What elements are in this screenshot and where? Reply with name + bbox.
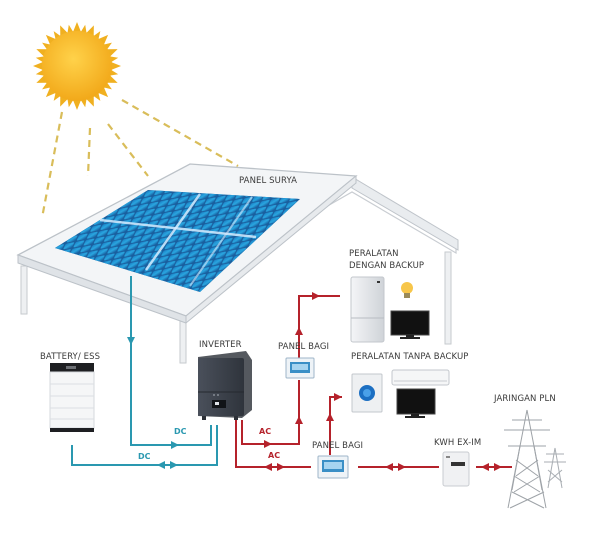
- loads-backup-label-line2: DENGAN BACKUP: [349, 261, 425, 271]
- grid-label: JARINGAN PLN: [494, 394, 556, 404]
- ac-arrow: [264, 440, 272, 448]
- transmission-tower-icon: [504, 409, 550, 509]
- inverter-icon: [198, 351, 252, 420]
- ac-arrow: [312, 292, 320, 300]
- ac-arrow: [295, 327, 303, 335]
- panel-bagi-backup-icon: [285, 357, 315, 379]
- ac-arrow-right: [277, 463, 285, 471]
- ac-arrow-left: [264, 463, 272, 471]
- panel-bagi-backup-label: PANEL BAGI: [278, 342, 330, 352]
- ac-label-backup: AC: [259, 427, 272, 436]
- kwh-meter-icon: [442, 451, 470, 487]
- loads-no-backup-label: PERALATAN TANPA BACKUP: [351, 352, 469, 362]
- ac-arrow-right: [334, 393, 342, 401]
- panel-bagi-main-icon: [317, 455, 349, 479]
- dc-arrow-down: [127, 337, 135, 345]
- sun-rays: [40, 99, 239, 219]
- battery-ess-icon: [49, 363, 95, 432]
- air-conditioner-icon: [391, 369, 450, 386]
- dc-label-panel: DC: [174, 427, 187, 436]
- loads-backup-label-line1: PERALATAN: [349, 249, 399, 259]
- dc-line-battery-to-inverter: [71, 425, 218, 466]
- panel-bagi-main-label: PANEL BAGI: [312, 441, 364, 451]
- ac-arrow: [295, 416, 303, 424]
- transmission-tower-small-icon: [544, 447, 566, 489]
- dc-label-battery: DC: [138, 452, 151, 461]
- sun-icon: [33, 22, 121, 110]
- ac-label-main: AC: [268, 451, 281, 460]
- kwh-meter-label: KWH EX-IM: [434, 438, 482, 448]
- solar-panel-label: PANEL SURYA: [239, 176, 297, 186]
- ac-arrow-right: [398, 463, 406, 471]
- ac-arrow-right: [494, 463, 502, 471]
- inverter-label: INVERTER: [199, 340, 242, 350]
- tv-icon: [396, 388, 436, 418]
- light-bulb-icon: [401, 282, 413, 298]
- dc-arrow-right: [171, 441, 179, 449]
- refrigerator-icon: [350, 276, 385, 343]
- washing-machine-icon: [351, 373, 383, 413]
- ac-arrow-up: [326, 413, 334, 421]
- dc-arrow-right: [170, 461, 178, 469]
- tv-icon: [390, 310, 430, 339]
- dc-arrow-left: [157, 461, 165, 469]
- ac-arrow-left: [481, 463, 489, 471]
- ac-arrow-left: [385, 463, 393, 471]
- battery-label: BATTERY/ ESS: [40, 352, 101, 362]
- solar-panel: [55, 190, 300, 292]
